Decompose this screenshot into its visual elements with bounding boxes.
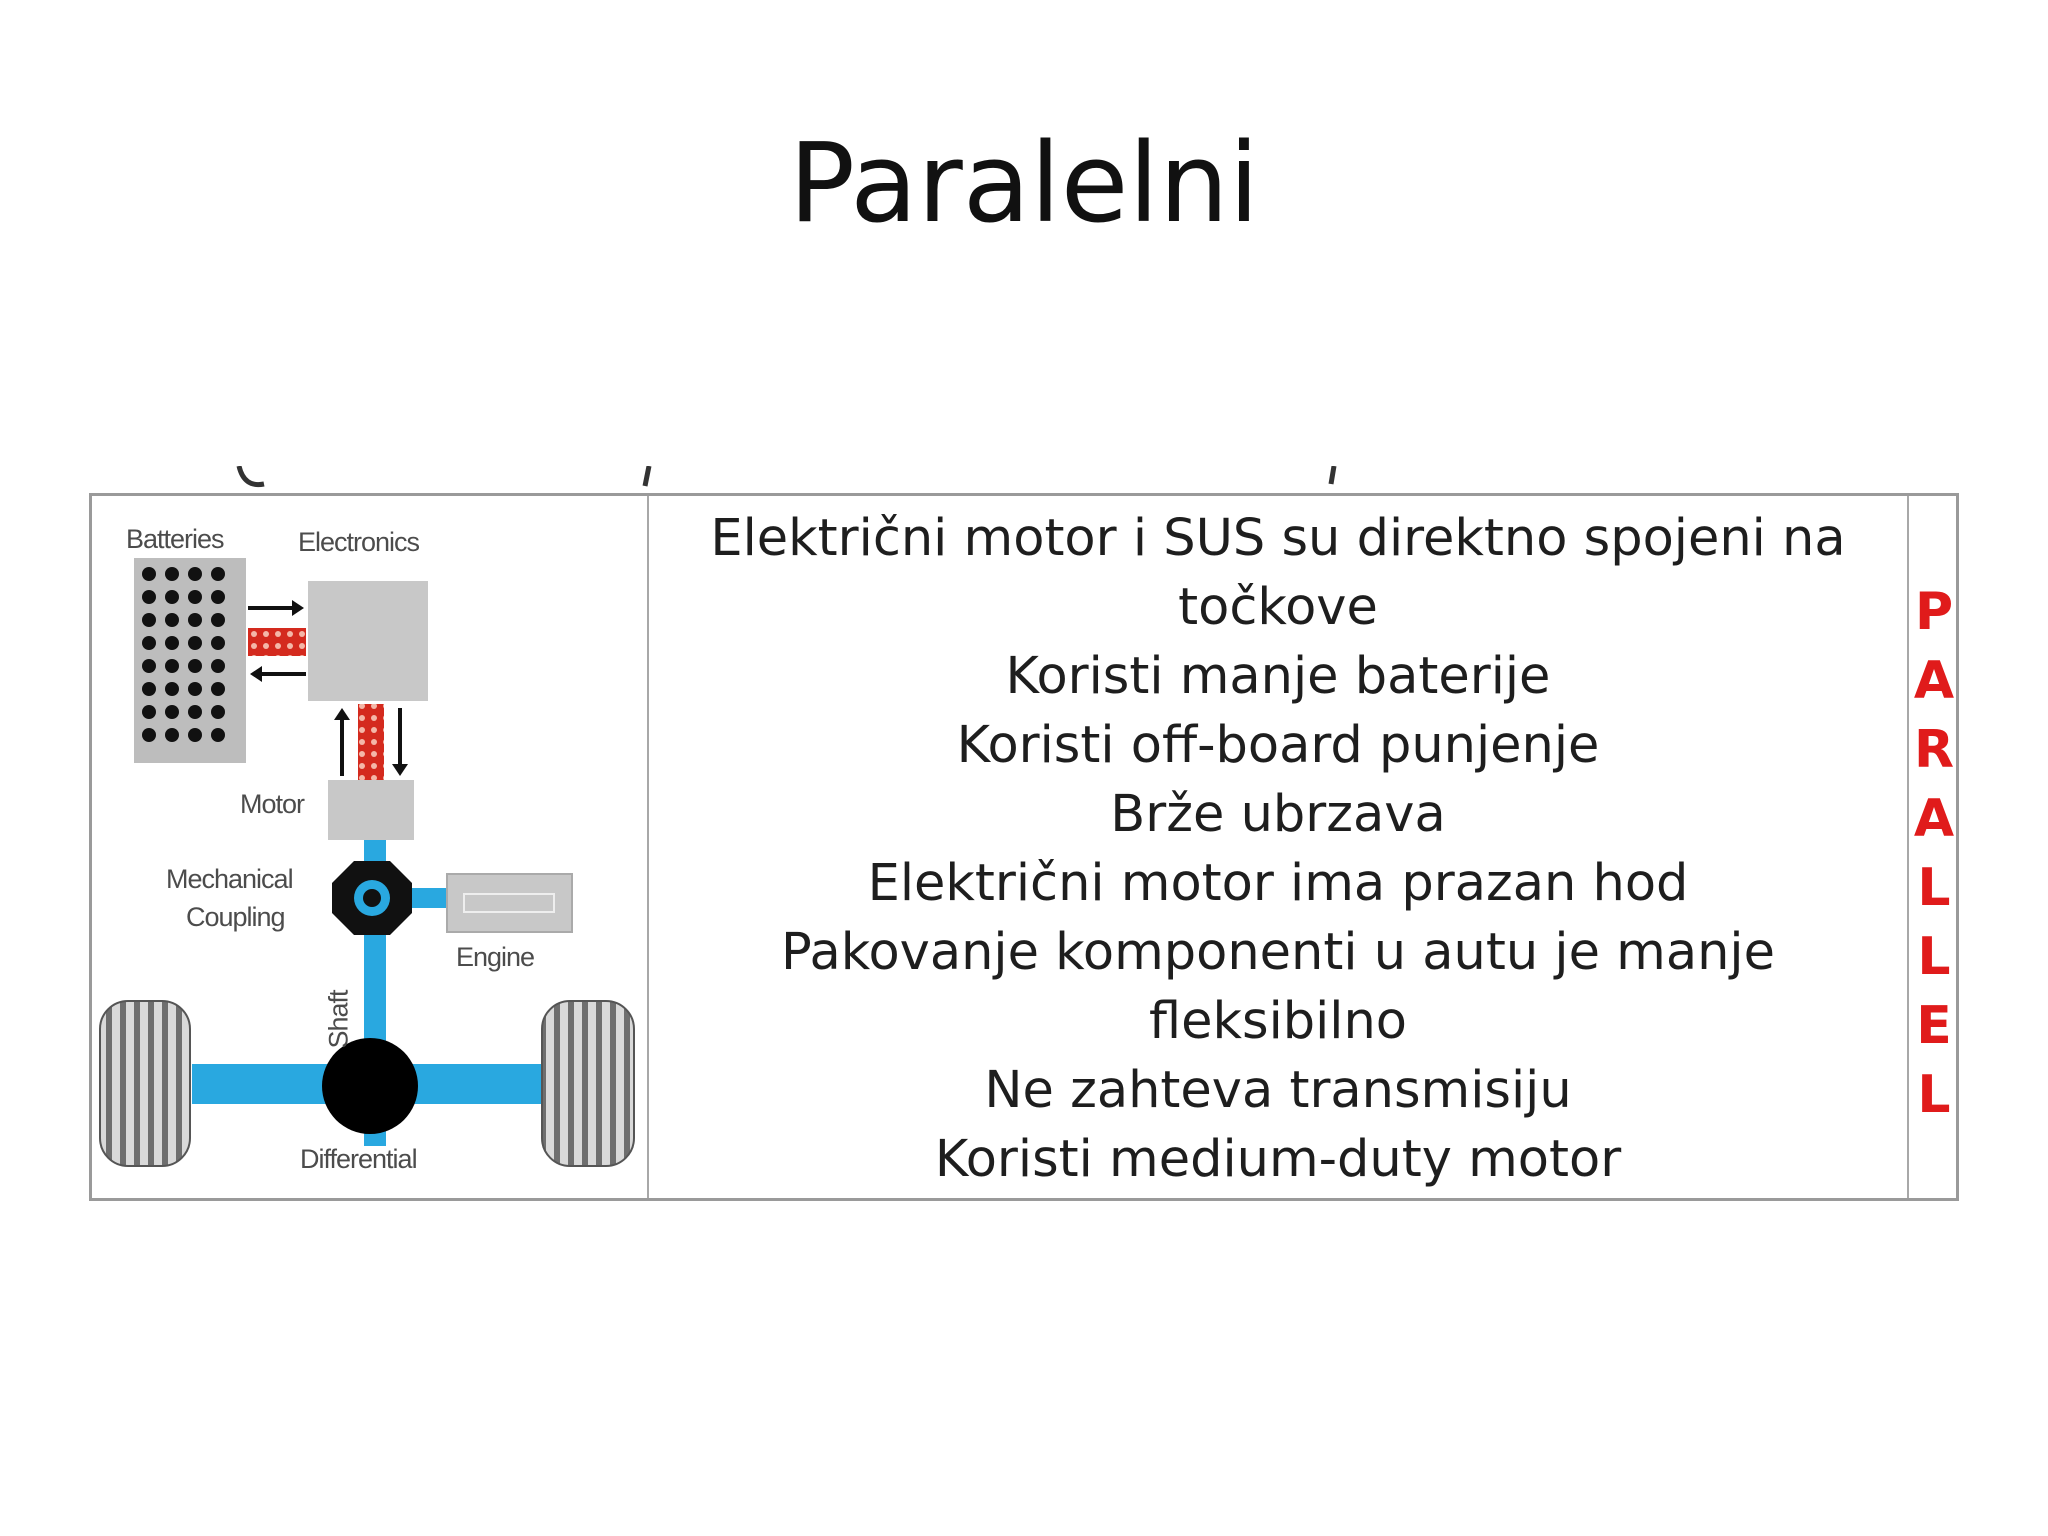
vertical-letter: L: [1917, 927, 1951, 987]
vertical-letter: P: [1914, 582, 1954, 642]
motor-link: [358, 704, 384, 780]
label-differential: Differential: [300, 1144, 418, 1174]
feature-line: Električni motor ima prazan hod: [867, 854, 1689, 913]
feature-list: Električni motor i SUS su direktno spoje…: [649, 504, 1907, 1194]
label-shaft: Shaft: [323, 990, 354, 1049]
vertical-label-parallel: P A R A L L E L: [1909, 578, 1959, 1130]
vertical-letter: L: [1917, 1065, 1951, 1125]
column-divider: [647, 496, 649, 1198]
vertical-letter: E: [1916, 996, 1952, 1056]
feature-line: Koristi medium-duty motor: [934, 1130, 1622, 1189]
label-mechanical: Mechanical: [166, 864, 294, 894]
parallel-hybrid-diagram: Batteries Electronics Motor Mechanical C…: [92, 496, 647, 1198]
cropped-text-fragments: [236, 466, 1337, 488]
label-batteries: Batteries: [126, 524, 225, 554]
right-wheel: [541, 1000, 635, 1167]
feature-line: Ne zahteva transmisiju: [984, 1061, 1572, 1120]
feature-line: Koristi off-board punjenje: [956, 716, 1600, 775]
label-electronics: Electronics: [298, 527, 420, 557]
vertical-letter: R: [1913, 720, 1955, 780]
feature-line: Koristi manje baterije: [1005, 647, 1551, 706]
battery-link: [248, 628, 306, 656]
vertical-letter: L: [1917, 858, 1951, 918]
comparison-table: Batteries Electronics Motor Mechanical C…: [89, 493, 1959, 1201]
left-wheel: [99, 1000, 191, 1167]
label-motor: Motor: [240, 789, 305, 819]
flow-arrows-horizontal: [248, 600, 306, 682]
feature-line: fleksibilno: [1148, 992, 1407, 1051]
vertical-letter: A: [1913, 651, 1955, 711]
label-coupling: Coupling: [186, 902, 286, 932]
vertical-letter: A: [1913, 789, 1955, 849]
battery-cells: [142, 567, 225, 742]
feature-line: Brže ubrzava: [1110, 785, 1446, 844]
slide-title: Paralelni: [788, 119, 1260, 247]
feature-line: Pakovanje komponenti u autu je manje: [781, 923, 1775, 982]
differential: [322, 1038, 418, 1134]
engine-box: [446, 873, 573, 933]
motor-box: [328, 780, 414, 840]
column-divider: [1907, 496, 1909, 1198]
label-engine: Engine: [456, 942, 535, 972]
electronics-box: [308, 581, 428, 701]
flow-arrows-vertical: [334, 708, 408, 776]
drivetrain-schematic: [99, 558, 635, 1167]
feature-line: Električni motor i SUS su direktno spoje…: [710, 509, 1846, 568]
feature-line: točkove: [1178, 578, 1378, 637]
